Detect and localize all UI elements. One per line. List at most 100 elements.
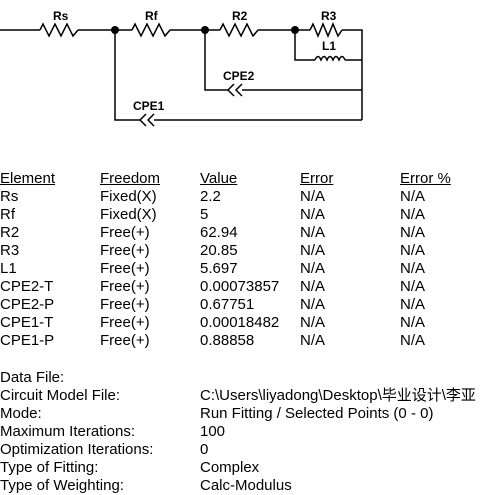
header-freedom: Freedom (100, 170, 161, 187)
cell-element: Rs (0, 188, 19, 205)
info-row-circuit-model-file: Circuit Model File: C:\Users\liyadong\De… (0, 387, 476, 405)
cell-error: N/A (300, 296, 326, 313)
info-row-max-iterations: Maximum Iterations: 100 (0, 423, 476, 441)
table-header-row: Element Freedom Value Error Error % (0, 170, 480, 188)
cell-error: N/A (300, 332, 326, 349)
cell-value: 5.697 (200, 260, 238, 277)
cell-value: 0.88858 (200, 332, 255, 349)
info-key: Data File: (0, 369, 65, 386)
cell-freedom: Free(+) (100, 314, 150, 331)
header-element: Element (0, 170, 56, 187)
info-row-optimization-iterations: Optimization Iterations: 0 (0, 441, 476, 459)
cell-error-percent: N/A (400, 206, 426, 223)
table-row: Rs Fixed(X) 2.2 N/A N/A (0, 188, 480, 206)
cell-error: N/A (300, 206, 326, 223)
info-row-data-file: Data File: (0, 369, 476, 387)
cell-error-percent: N/A (400, 260, 426, 277)
cell-value: 62.94 (200, 224, 238, 241)
cell-error-percent: N/A (400, 188, 426, 205)
info-value: Complex (200, 459, 260, 476)
cell-value: 0.00018482 (200, 314, 280, 331)
circuit-diagram: Rs Rf R2 R3 L1 CPE2 CPE1 (0, 9, 363, 127)
cell-value: 5 (200, 206, 209, 223)
table-row: CPE1-P Free(+) 0.88858 N/A N/A (0, 332, 480, 350)
info-row-type-of-fitting: Type of Fitting: Complex (0, 459, 476, 477)
cell-element: R2 (0, 224, 20, 241)
info-key: Maximum Iterations: (0, 423, 136, 440)
cell-error-percent: N/A (400, 332, 426, 349)
resistor-r3: R3 (309, 9, 343, 38)
cell-freedom: Fixed(X) (100, 206, 157, 223)
cell-error: N/A (300, 278, 326, 295)
cell-element: Rf (0, 206, 15, 223)
info-value: Run Fitting / Selected Points (0 - 0) (200, 405, 434, 422)
main-wire (0, 29, 363, 120)
cell-freedom: Free(+) (100, 242, 150, 259)
cell-freedom: Free(+) (100, 260, 150, 277)
cpe1-element: CPE1 (114, 30, 362, 127)
resistor-rs: Rs (39, 9, 79, 38)
table-row: R3 Free(+) 20.85 N/A N/A (0, 242, 480, 260)
table-row: Rf Fixed(X) 5 N/A N/A (0, 206, 480, 224)
cell-freedom: Fixed(X) (100, 188, 157, 205)
info-key: Mode: (0, 405, 42, 422)
label-r2: R2 (232, 9, 248, 23)
table-row: R2 Free(+) 62.94 N/A N/A (0, 224, 480, 242)
cell-element: CPE2-T (0, 278, 54, 295)
cell-element: CPE2-P (0, 296, 55, 313)
cell-freedom: Free(+) (100, 278, 150, 295)
info-row-mode: Mode: Run Fitting / Selected Points (0 -… (0, 405, 476, 423)
cell-error-percent: N/A (400, 242, 426, 259)
junction-dot (291, 26, 299, 34)
resistor-rf: Rf (131, 9, 171, 38)
cell-element: CPE1-P (0, 332, 55, 349)
label-rf: Rf (145, 9, 159, 23)
info-key: Type of Weighting: (0, 477, 124, 494)
cell-element: L1 (0, 260, 17, 277)
cell-error-percent: N/A (400, 296, 426, 313)
info-key: Type of Fitting: (0, 459, 99, 476)
fitting-info: Data File: Circuit Model File: C:\Users\… (0, 369, 476, 495)
info-value: Calc-Modulus (200, 477, 292, 494)
cell-error-percent: N/A (400, 314, 426, 331)
cell-freedom: Free(+) (100, 332, 150, 349)
info-key: Circuit Model File: (0, 387, 121, 404)
table-row: CPE1-T Free(+) 0.00018482 N/A N/A (0, 314, 480, 332)
label-rs: Rs (53, 9, 69, 23)
parameters-table: Element Freedom Value Error Error % Rs F… (0, 170, 480, 350)
cell-error: N/A (300, 188, 326, 205)
header-error: Error (300, 170, 334, 187)
cell-freedom: Free(+) (100, 224, 150, 241)
cell-value: 2.2 (200, 188, 221, 205)
label-cpe2: CPE2 (223, 69, 255, 83)
table-row: L1 Free(+) 5.697 N/A N/A (0, 260, 480, 278)
cpe2-element: CPE2 (204, 30, 362, 97)
cell-value: 20.85 (200, 242, 238, 259)
table-row: CPE2-P Free(+) 0.67751 N/A N/A (0, 296, 480, 314)
cell-element: CPE1-T (0, 314, 54, 331)
table-row: CPE2-T Free(+) 0.00073857 N/A N/A (0, 278, 480, 296)
cell-freedom: Free(+) (100, 296, 150, 313)
info-value (200, 369, 476, 387)
cell-error: N/A (300, 314, 326, 331)
cell-error: N/A (300, 260, 326, 277)
cell-error-percent: N/A (400, 278, 426, 295)
label-l1: L1 (322, 39, 336, 53)
info-value: 0 (200, 441, 209, 458)
header-value: Value (200, 170, 238, 187)
inductor-l1: L1 (294, 30, 362, 62)
header-error-percent: Error % (400, 170, 451, 187)
cell-error: N/A (300, 224, 326, 241)
junction-dot (201, 26, 209, 34)
cell-value: 0.67751 (200, 296, 255, 313)
junction-dot (111, 26, 119, 34)
info-key: Optimization Iterations: (0, 441, 154, 458)
info-row-type-of-weighting: Type of Weighting: Calc-Modulus (0, 477, 476, 495)
cell-error: N/A (300, 242, 326, 259)
cell-error-percent: N/A (400, 224, 426, 241)
info-value: C:\Users\liyadong\Desktop\毕业设计\李亚 (200, 387, 476, 404)
label-r3: R3 (321, 9, 337, 23)
info-value: 100 (200, 423, 226, 440)
cell-value: 0.00073857 (200, 278, 280, 295)
label-cpe1: CPE1 (133, 99, 165, 113)
